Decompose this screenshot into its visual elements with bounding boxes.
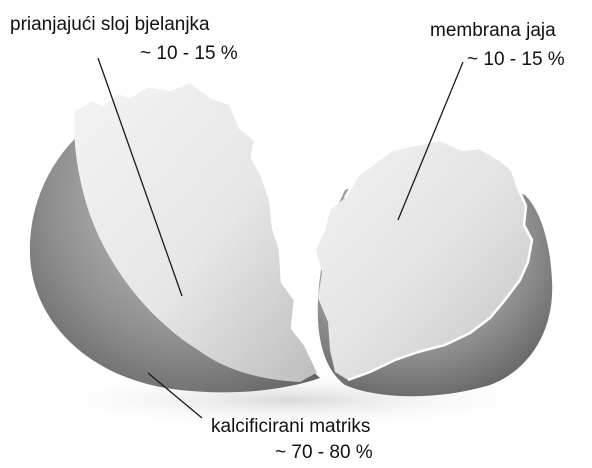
calcified-matrix-label: kalcificirani matriks xyxy=(211,416,370,438)
right-shell xyxy=(316,140,552,396)
membrane-percentage: ~ 10 - 15 % xyxy=(467,49,565,71)
albumen-layer-label: prianjajući sloj bjelanjka xyxy=(10,14,210,36)
albumen-layer-percentage: ~ 10 - 15 % xyxy=(140,43,238,65)
calcified-matrix-percentage: ~ 70 - 80 % xyxy=(275,442,373,464)
left-shell xyxy=(30,82,320,392)
membrane-label: membrana jaja xyxy=(430,20,556,42)
